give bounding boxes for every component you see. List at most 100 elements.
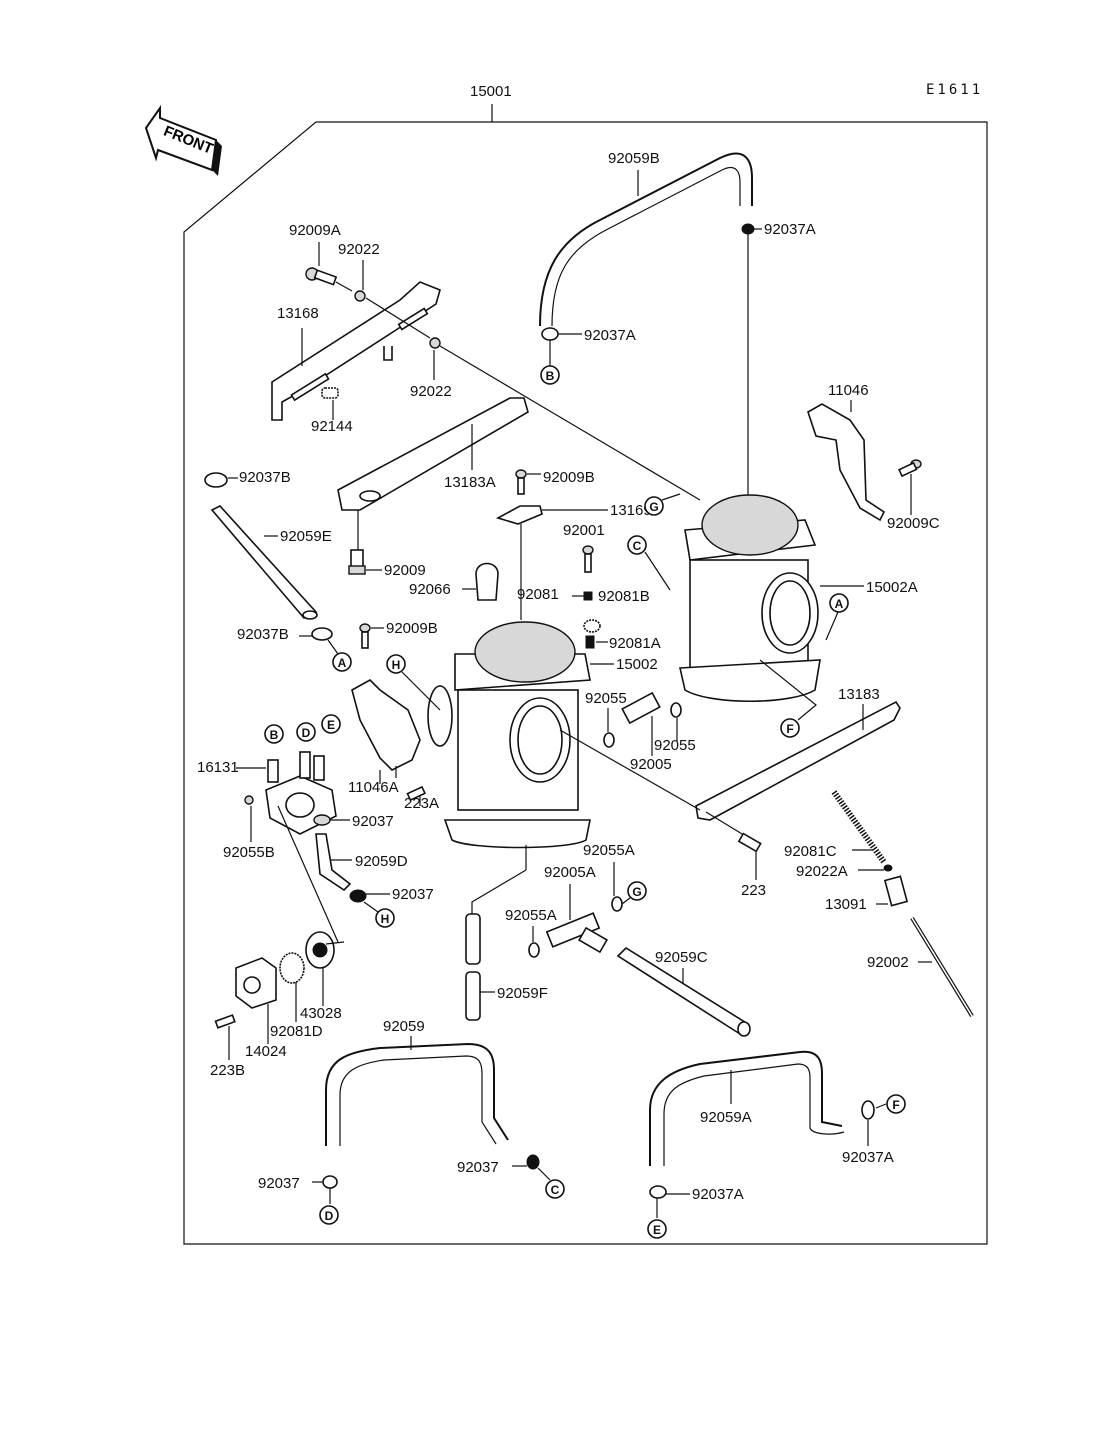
- carburetor-15002: [427, 621, 614, 914]
- part-label-92055b: 92055B: [223, 844, 275, 861]
- reference-marker-letter: H: [392, 658, 401, 672]
- reference-marker-h: H: [375, 908, 395, 928]
- hose-92059c: [616, 946, 751, 1037]
- hose-92059d: [315, 833, 352, 892]
- reference-marker-circle: [386, 654, 406, 674]
- o-ring-92055a-left: [528, 926, 540, 958]
- part-label-92009a: 92009A: [289, 222, 341, 239]
- reference-marker-letter: C: [551, 1183, 560, 1197]
- tee-92005a: [545, 884, 608, 954]
- nut-92081: [572, 591, 593, 601]
- reference-marker-d: D: [296, 722, 316, 742]
- carburetor-15002a: [679, 494, 864, 721]
- reference-marker-letter: F: [786, 722, 793, 736]
- front-arrow-icon: FRONT: [144, 104, 222, 176]
- reference-marker-f: F: [780, 718, 800, 738]
- spring-92081a: [585, 635, 608, 649]
- reference-marker-circle: [627, 535, 647, 555]
- reference-marker-letter: B: [270, 728, 279, 742]
- part-label-92059a: 92059A: [700, 1109, 752, 1126]
- part-label-92081d: 92081D: [270, 1023, 323, 1040]
- leader-c-upper: [644, 551, 671, 591]
- reference-marker-letter: A: [835, 597, 844, 611]
- clamp-92037a-bottom: [649, 1185, 690, 1218]
- reference-marker-circle: [264, 724, 284, 744]
- bolt-223b: [214, 1014, 236, 1060]
- part-label-92005: 92005: [630, 756, 672, 773]
- hose-92059f: [465, 913, 495, 1021]
- part-label-92037: 92037: [258, 1175, 300, 1192]
- part-label-92081c: 92081C: [784, 843, 837, 860]
- leader-h-upper: [401, 671, 441, 711]
- part-label-92022a: 92022A: [796, 863, 848, 880]
- screw-92001: [582, 545, 594, 573]
- clamp-92037a-right: [861, 1100, 887, 1146]
- pipe-92005: [621, 691, 661, 756]
- leader-g-lower: [621, 897, 631, 905]
- part-label-92081: 92081: [517, 586, 559, 603]
- part-label-92059: 92059: [383, 1018, 425, 1035]
- reference-marker-circle: [321, 714, 341, 734]
- bolt-92009b-left: [359, 623, 384, 649]
- part-label-92059d: 92059D: [355, 853, 408, 870]
- reference-marker-b: B: [540, 365, 560, 385]
- reference-marker-circle: [780, 718, 800, 738]
- part-label-223: 223: [741, 882, 766, 899]
- reference-marker-f: F: [886, 1094, 906, 1114]
- reference-marker-circle: [627, 881, 647, 901]
- part-label-92037b: 92037B: [237, 626, 289, 643]
- part-label-92009: 92009: [384, 562, 426, 579]
- reference-marker-g: G: [627, 881, 647, 901]
- bracket-11046: [807, 400, 886, 522]
- part-label-92037: 92037: [352, 813, 394, 830]
- washer-92022-b: [429, 337, 701, 501]
- bolt-92009b-top: [515, 469, 541, 495]
- bracket-11046a: [351, 679, 421, 784]
- part-label-16131: 16131: [197, 759, 239, 776]
- reference-marker-a: A: [829, 593, 849, 613]
- hose-92059e: [210, 505, 318, 620]
- o-ring-92055-right: [670, 702, 682, 742]
- part-label-13168: 13168: [277, 305, 319, 322]
- part-label-92009b: 92009B: [386, 620, 438, 637]
- part-label-223a: 223A: [404, 795, 439, 812]
- reference-marker-b: B: [264, 724, 284, 744]
- part-label-92005a: 92005A: [544, 864, 596, 881]
- bolt-223a: [406, 785, 427, 806]
- reference-marker-c: C: [627, 535, 647, 555]
- part-label-11046: 11046: [828, 382, 869, 399]
- reference-marker-letter: E: [327, 718, 335, 732]
- part-label-92001: 92001: [563, 522, 605, 539]
- part-label-92055a: 92055A: [583, 842, 635, 859]
- bracket-13168: [271, 281, 441, 421]
- part-label-92059c: 92059C: [655, 949, 708, 966]
- reference-marker-circle: [545, 1179, 565, 1199]
- part-label-92022: 92022: [410, 383, 452, 400]
- part-label-92055a: 92055A: [505, 907, 557, 924]
- o-ring-92055a-right: [611, 862, 623, 912]
- pump-cover-14024: [235, 957, 277, 1044]
- reference-marker-circle: [829, 593, 849, 613]
- reference-marker-letter: G: [649, 500, 658, 514]
- link-13169: [495, 505, 608, 620]
- screw-92002: [910, 916, 974, 1018]
- part-label-92022: 92022: [338, 241, 380, 258]
- part-label-92037: 92037: [457, 1159, 499, 1176]
- washer-92022-a: [354, 260, 431, 339]
- part-label-92037b: 92037B: [239, 469, 291, 486]
- part-label-92144: 92144: [311, 418, 353, 435]
- holder-13091: [876, 875, 909, 907]
- diagram-code: E1611: [926, 82, 983, 98]
- spring-92081b: [583, 619, 601, 633]
- reference-marker-letter: C: [633, 539, 642, 553]
- clamp-92037a-mid: [541, 327, 582, 366]
- part-label-92037a: 92037A: [764, 221, 816, 238]
- part-label-223b: 223B: [210, 1062, 245, 1079]
- reference-marker-e: E: [647, 1219, 667, 1239]
- bolt-92009c: [897, 459, 922, 515]
- part-label-92059f: 92059F: [497, 985, 548, 1002]
- clamp-92037a-top: [741, 223, 762, 500]
- leader-pump: [277, 805, 339, 943]
- part-label-92009b: 92009B: [543, 469, 595, 486]
- plate-13183: [559, 700, 901, 841]
